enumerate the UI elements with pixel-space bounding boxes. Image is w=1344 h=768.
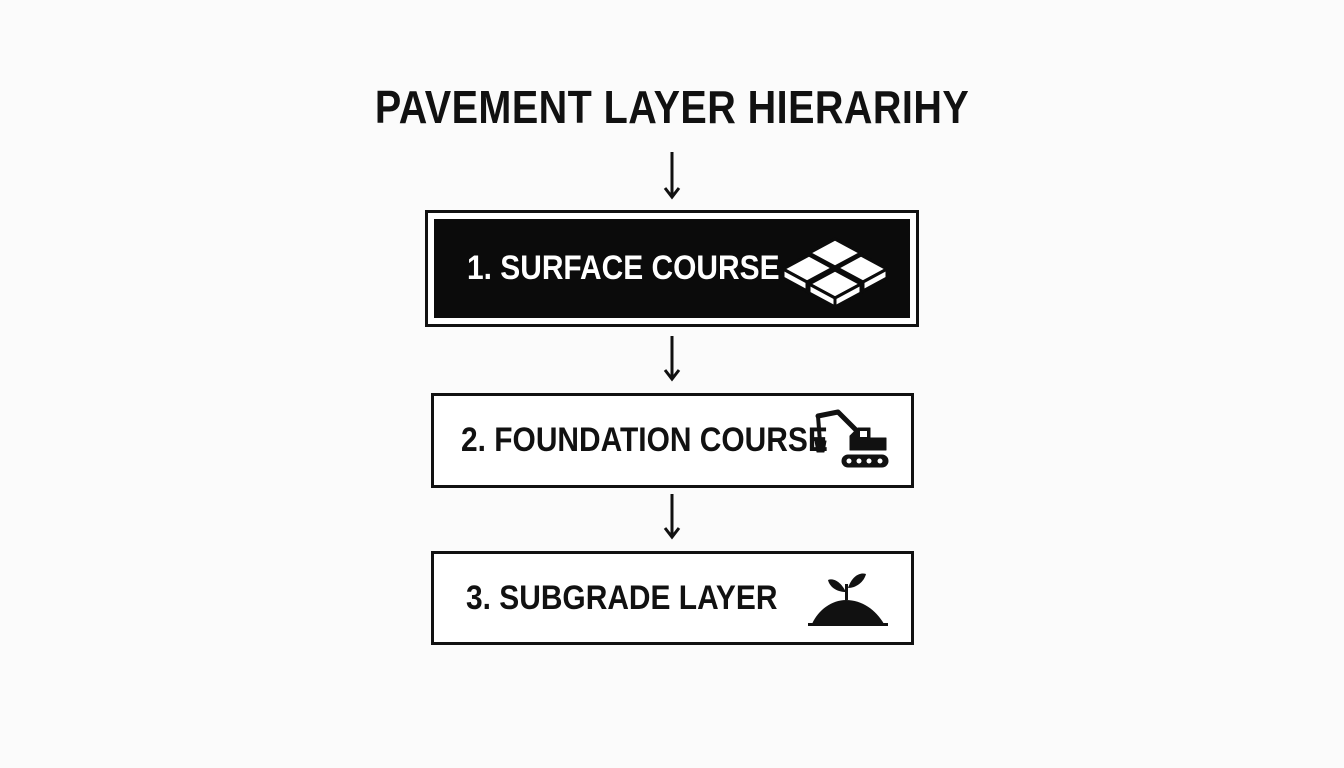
- layer-label-surface-course: 1. SURFACE COURSE: [467, 249, 780, 287]
- layer-label-foundation-course: 2. FOUNDATION COURSE: [461, 421, 828, 459]
- diagram-title: PAVEMENT LAYER HIERARIHY: [374, 81, 970, 133]
- paving-tiles-icon: [781, 237, 889, 309]
- down-arrow-icon: [663, 152, 681, 200]
- layer-box-surface-course: 1. SURFACE COURSE: [425, 210, 919, 327]
- layer-label-subgrade-layer: 3. SUBGRADE LAYER: [466, 578, 778, 617]
- down-arrow-icon: [663, 494, 681, 540]
- down-arrow-icon: [663, 336, 681, 382]
- layer-box-subgrade-layer: 3. SUBGRADE LAYER: [431, 551, 914, 645]
- layer-box-foundation-course: 2. FOUNDATION COURSE: [431, 393, 914, 488]
- excavator-icon: [814, 409, 889, 468]
- soil-sprout-icon: [808, 573, 888, 626]
- layer-box-fill: 1. SURFACE COURSE: [434, 219, 910, 318]
